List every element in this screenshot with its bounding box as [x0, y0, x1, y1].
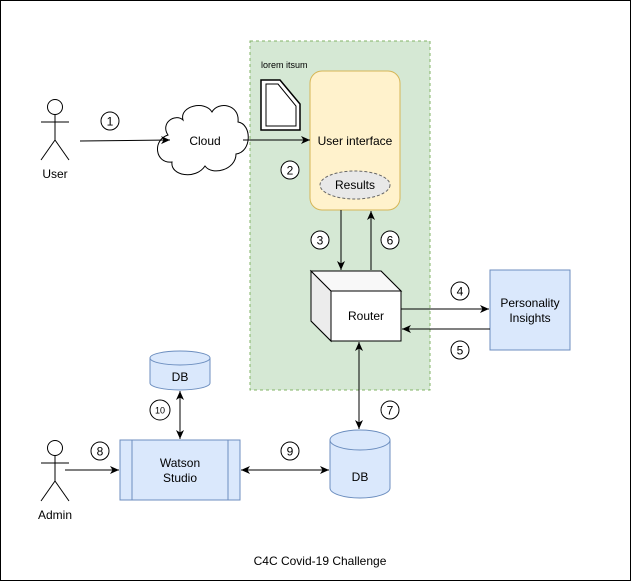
results-ellipse [319, 170, 391, 200]
db-bottom-cylinder [329, 429, 391, 499]
step-badge-1: 1 [100, 111, 120, 131]
document-note: lorem itsum [261, 60, 308, 70]
watson-studio-box [119, 439, 241, 501]
edge-user-cloud [79, 136, 171, 145]
svg-text:5: 5 [457, 344, 464, 358]
db-bottom-label: DB [352, 470, 369, 484]
db-top-label: DB [172, 370, 189, 384]
personality-insights-line2: Insights [509, 311, 550, 325]
cloud-label: Cloud [189, 134, 220, 148]
personality-insights-box [489, 269, 571, 351]
svg-text:1: 1 [107, 115, 114, 129]
step-badge-5: 5 [450, 340, 470, 360]
svg-text:7: 7 [387, 404, 394, 418]
svg-text:8: 8 [97, 445, 104, 459]
step-badge-6: 6 [380, 230, 400, 250]
step-badge-8: 8 [90, 441, 110, 461]
svg-text:3: 3 [317, 234, 324, 248]
step-badge-2: 2 [280, 160, 300, 180]
step-badge-7: 7 [380, 400, 400, 420]
document-icon [260, 79, 301, 131]
user-interface-label: User interface [318, 134, 393, 148]
user-label: User [42, 167, 67, 181]
svg-text:4: 4 [457, 285, 464, 299]
router-cube [309, 269, 403, 343]
router-label: Router [348, 309, 384, 323]
user-actor-icon [40, 99, 70, 161]
step-badge-9: 9 [280, 441, 300, 461]
personality-insights-line1: Personality [500, 296, 559, 310]
svg-text:2: 2 [287, 164, 294, 178]
svg-text:6: 6 [387, 234, 394, 248]
results-label: Results [335, 178, 375, 192]
watson-studio-line2: Studio [163, 471, 197, 485]
svg-text:10: 10 [155, 406, 165, 416]
step-badge-10: 10 [149, 399, 171, 421]
svg-text:9: 9 [287, 445, 294, 459]
admin-actor-icon [40, 440, 70, 502]
admin-label: Admin [38, 508, 72, 522]
db-top-cylinder [149, 350, 211, 391]
step-badge-4: 4 [450, 281, 470, 301]
diagram-caption: C4C Covid-19 Challenge [254, 554, 387, 568]
watson-studio-line1: Watson [160, 456, 200, 470]
step-badge-3: 3 [310, 230, 330, 250]
